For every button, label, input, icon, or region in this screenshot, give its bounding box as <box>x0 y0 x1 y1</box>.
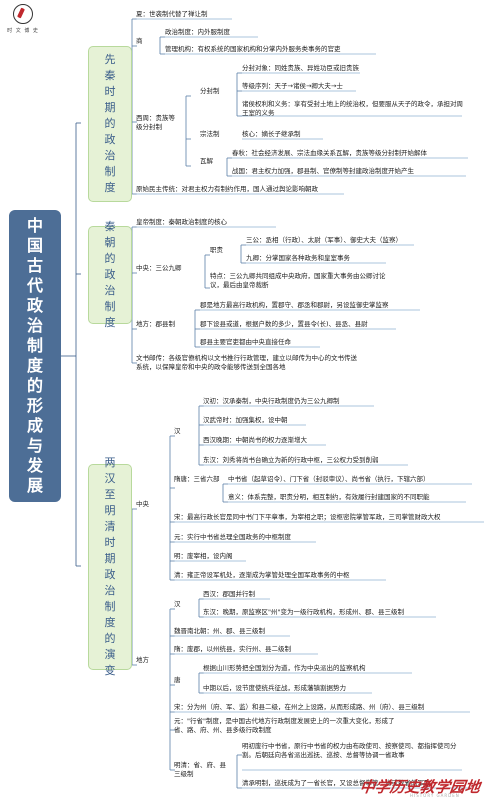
node-jx-a: 郡是地方最高行政机构，置郡守、郡丞和郡尉，另设监御史掌监察 <box>200 301 389 309</box>
section-title-qin: 秦朝的政治制度 <box>104 220 116 329</box>
section-box-han-to-qing: 两汉至明清时期政治制度的演变 <box>88 456 132 677</box>
node-shang-a: 政治制度：内外服制度 <box>165 28 230 36</box>
node-difang: 地方：郡县制 <box>136 320 175 328</box>
node-han: 汉 <box>174 427 181 435</box>
root-title-box: 中国古代政治制度的形成与发展 <box>9 210 61 502</box>
section-box-pre-qin: 先秦时期的政治制度 <box>88 46 132 202</box>
node-st-b: 意义：体系完整，职责分明，相互制约，有效履行封建国家的不同职能 <box>228 493 430 501</box>
node-df3: 地方 <box>136 656 149 664</box>
node-suitang: 隋唐：三省六部 <box>174 475 220 483</box>
node-wj-a: 春秋：社会经济发展、宗法血缘关系瓦解，贵族等级分封制开始解体 <box>232 149 427 157</box>
node-yuan: 元：实行中书省总理全国政务的中枢制度 <box>174 533 291 541</box>
logo-caption: 时 文 博 史 <box>7 28 39 34</box>
node-mq-b: 清承明制，巡抚成为了一省长官，又设总督掌管一省或数省的军政 <box>242 779 431 787</box>
node-han-d: 东汉：刘秀将尚书台确立为新的行政中枢，三公权力受到削弱 <box>203 456 379 464</box>
node-wj-b: 战国：君主权力加强，郡县制、官僚制等封建政治制度开始产生 <box>232 167 414 175</box>
section-box-qin: 秦朝的政治制度 <box>88 220 132 329</box>
node-song: 宋：最高行政长官是同中书门下平章事，为宰相之职；设枢密院掌管军政，三司掌管财政大… <box>174 513 441 521</box>
logo: 时 文 博 史 <box>4 2 42 38</box>
node-mq-a: 明初废行中书省，原行中书省的权力由布政使司、按察使司、都指挥使司分割。后朝廷向各… <box>242 742 457 759</box>
logo-emblem-icon <box>13 4 33 24</box>
node-tedian: 特点：三公九卿共同组成中央政府，国家重大事务由公卿讨论议，最后由皇帝裁断 <box>210 272 386 289</box>
node-ming: 明：废宰相，设内阁 <box>174 552 233 560</box>
node-minzhu: 原始民主传统：对君主权力有制约作用，国人通过舆论影响朝政 <box>136 185 318 193</box>
node-xia: 夏：世袭制代替了禅让制 <box>136 10 208 18</box>
node-han2: 汉 <box>174 600 181 608</box>
node-jx-b: 郡下设县或道，根据户数的多少，置县令(长)、县丞、县尉 <box>200 320 368 328</box>
node-ff-c: 诸侯权利和义务：享有受封土地上的统治权，但要服从天子的政令，承担对周王室的义务 <box>242 100 463 117</box>
node-wajie: 瓦解 <box>200 157 213 165</box>
node-weijin: 魏晋南北朝：州、郡、县三级制 <box>174 627 265 635</box>
node-zf-a: 核心：嫡长子继承制 <box>242 130 301 138</box>
node-yuan2: 元："行省"制度，是中国古代地方行政制度发展史上的一次重大变化，形成了省、路、府… <box>174 717 395 734</box>
node-zongfa: 宗法制 <box>200 130 220 138</box>
node-sui: 隋：废郡，以州统县，实行州、县二级制 <box>174 645 291 653</box>
section-title-han-to-qing: 两汉至明清时期政治制度的演变 <box>104 456 116 677</box>
node-fenfeng: 分封制 <box>200 87 220 95</box>
node-qing: 清：雍正帝设军机处，逐渐成为掌管处理全国军政事务的中枢 <box>174 571 350 579</box>
node-jx-c: 郡县主要官吏都由中央直接任命 <box>200 338 291 346</box>
node-shang: 商 <box>136 37 143 45</box>
node-ff-a: 分封对象：同姓贵族、异姓功臣或旧贵族 <box>242 64 359 72</box>
node-tang: 唐 <box>174 676 181 684</box>
node-zz-b: 九卿：分掌国家各种政务和皇室事务 <box>246 254 350 262</box>
node-zz-a: 三公：丞相（行政）、太尉（军事）、御史大夫（监察） <box>246 236 402 244</box>
node-tang-a: 根据山川形势把全国划分为道，作为中央派出的监察机构 <box>203 664 366 672</box>
root-title: 中国古代政治制度的形成与发展 <box>26 216 43 495</box>
node-han2-a: 西汉：郡国并行制 <box>203 590 255 598</box>
node-han-a: 汉初：汉承秦制，中央行政制度仍为三公九卿制 <box>203 397 340 405</box>
node-zhongyang: 中央：三公九卿 <box>136 264 182 272</box>
node-xizhou: 西周：贵族等级分封制 <box>136 114 175 131</box>
node-zhize: 职责 <box>210 246 223 254</box>
node-shang-b: 管理机构：有权系统的国家机构和分掌内外服务类事务的官吏 <box>165 45 341 53</box>
node-mingqing: 明清：省、府、县三级制 <box>174 761 226 778</box>
node-han-c: 西汉晚期：中朝尚书的权力逐渐增大 <box>203 436 307 444</box>
node-huangdi: 皇帝制度：秦朝政治制度的核心 <box>136 218 227 226</box>
watermark-subtitle: HISTORY GARDEN <box>410 793 460 798</box>
node-han2-b: 东汉：晚期，原监察区"州"变为一级行政机构，形成州、郡、县三级制 <box>203 608 404 616</box>
node-st-a: 中书省（起草诏令）、门下省（封驳审议）、尚书省（执行，下辖六部） <box>228 475 430 483</box>
section-title-pre-qin: 先秦时期的政治制度 <box>104 53 116 194</box>
node-zy3: 中央 <box>136 500 149 508</box>
node-ff-b: 等级序列：天子→诸侯→卿大夫→士 <box>242 82 343 90</box>
node-wenshu: 文书邮传：各级官僚机构以文书推行行政管理，建立以邮传为中心的文书传送系统，以保障… <box>136 354 357 371</box>
node-tang-b: 中期以后，设节度使统兵征战，形成藩镇割据势力 <box>203 684 346 692</box>
node-song2: 宋：分为州（府、军、监）和县二级，在州之上设路，从而形成路、州（府）、县三级制 <box>174 703 425 711</box>
node-han-b: 汉武帝时：加强集权，设中朝 <box>203 416 288 424</box>
